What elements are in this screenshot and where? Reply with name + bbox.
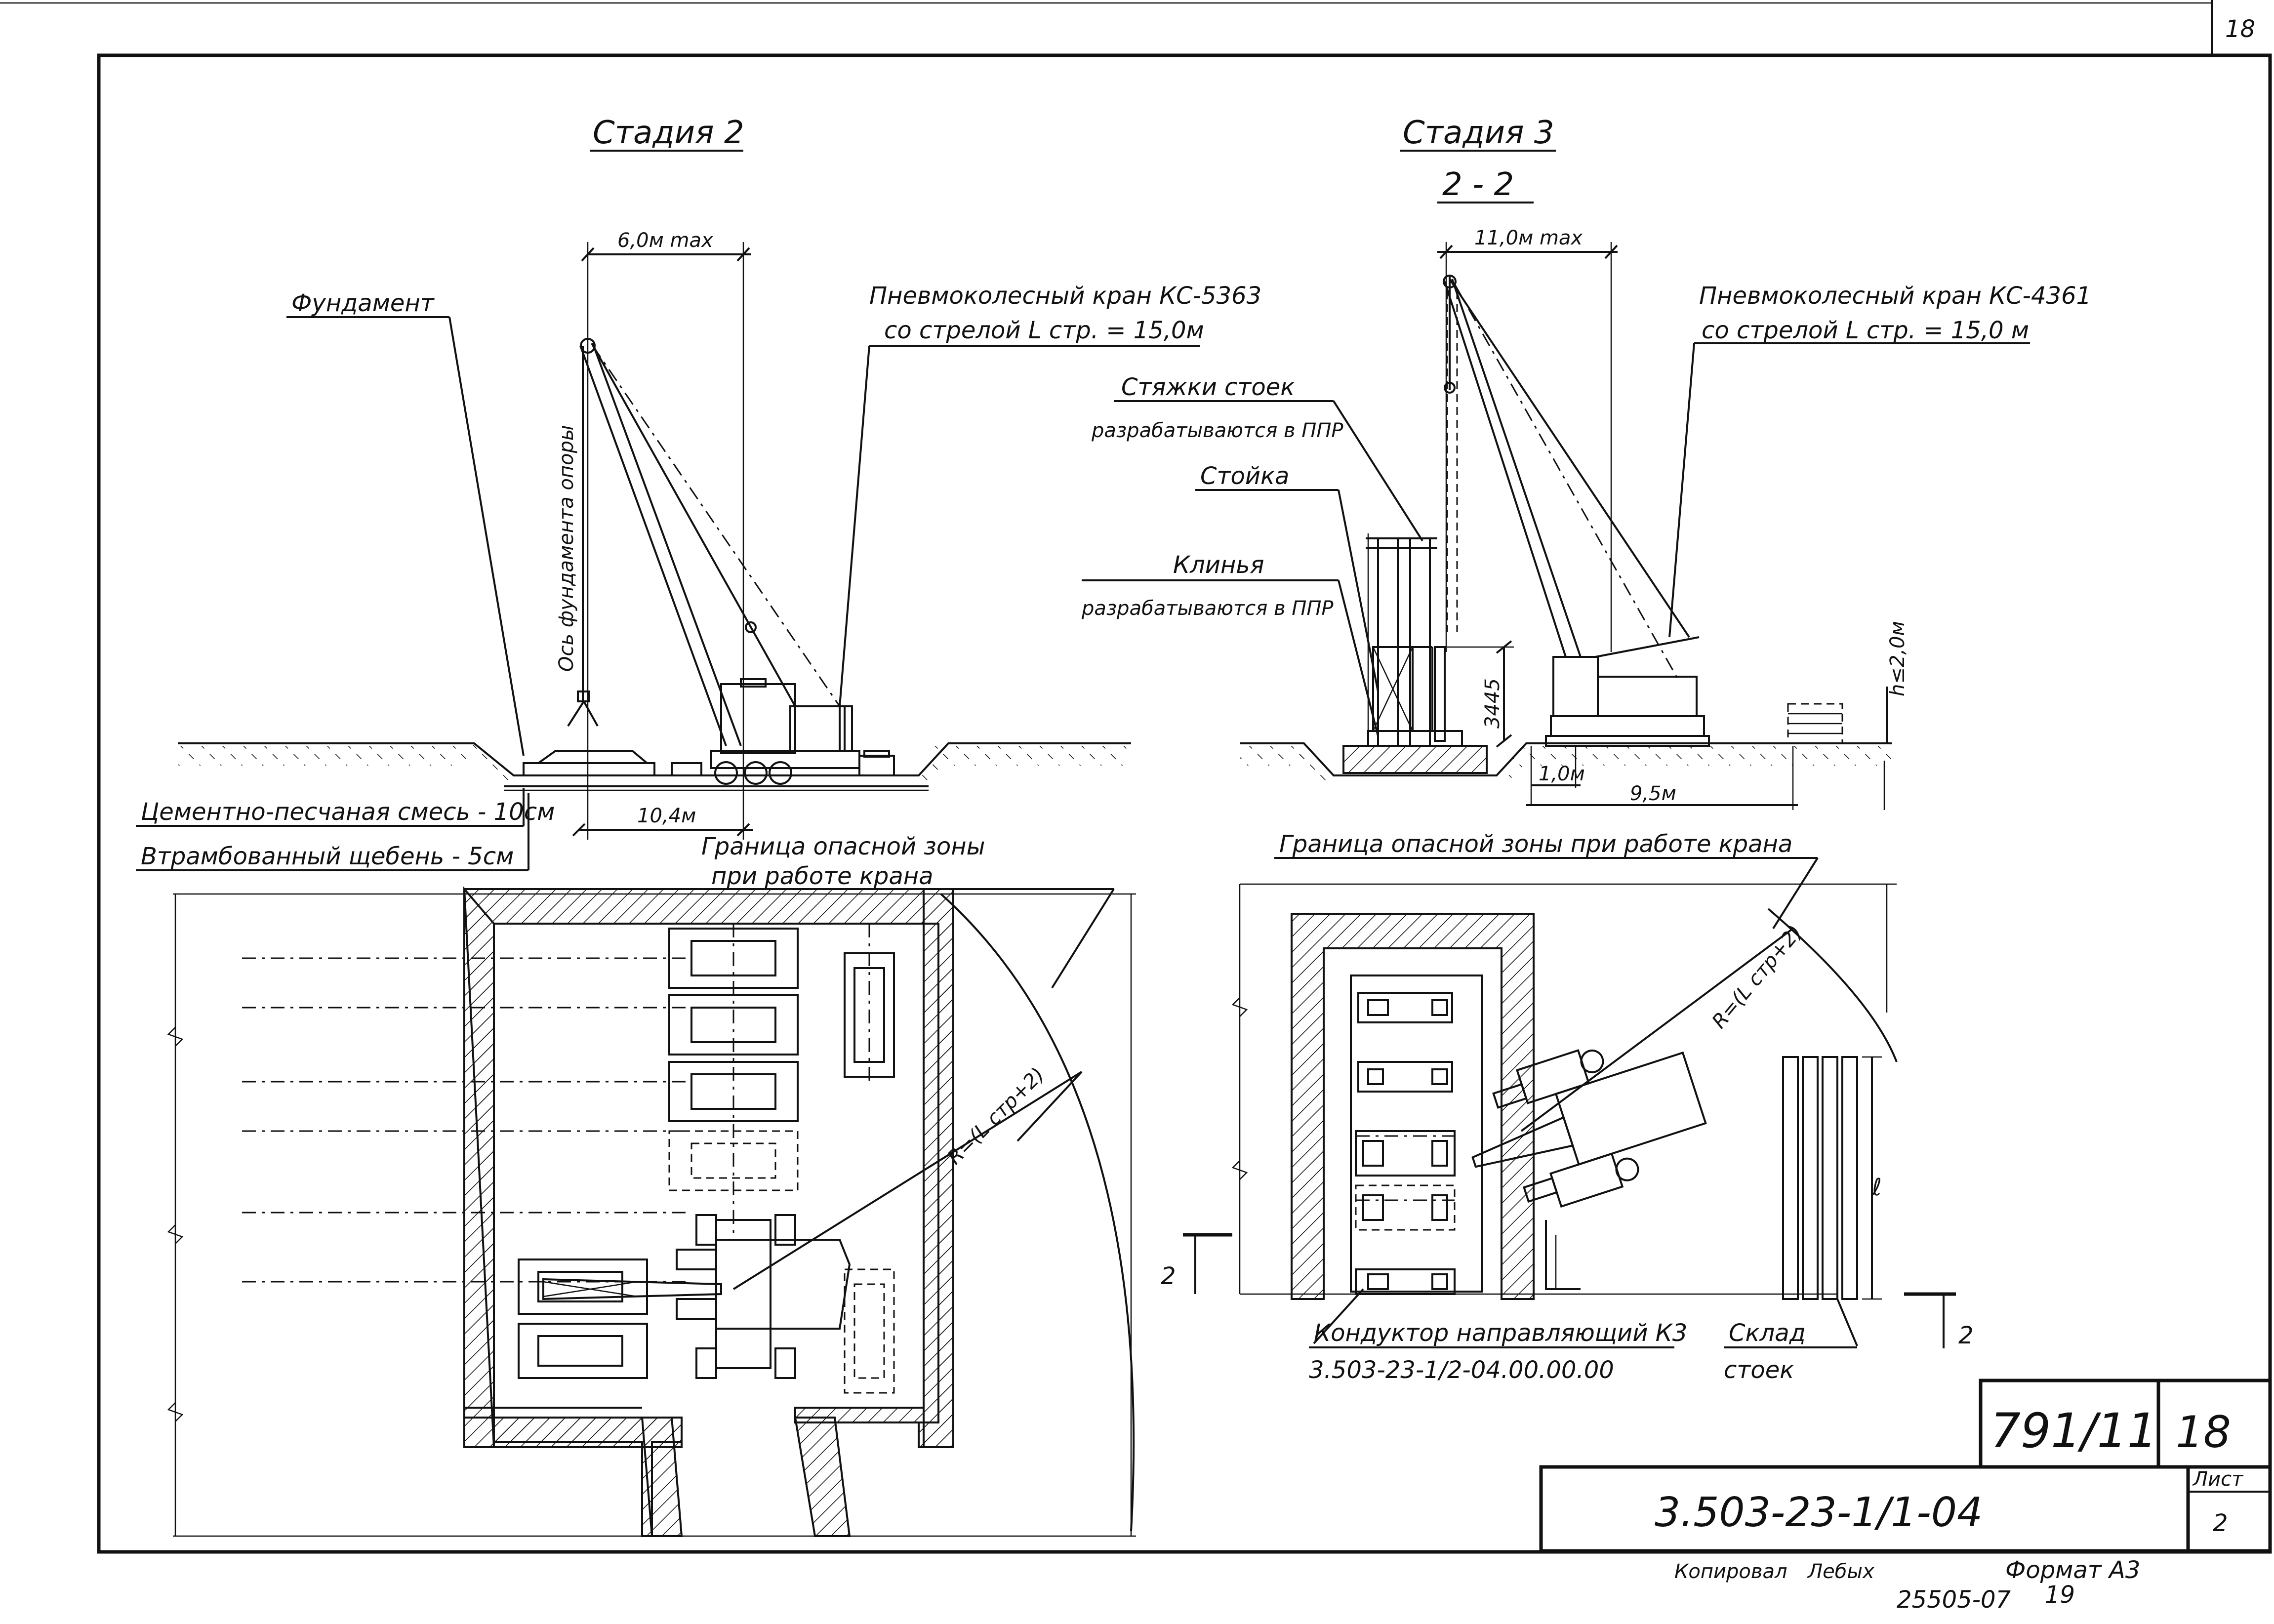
stage3-dim-9-5m: 9,5м bbox=[1630, 782, 1676, 805]
footer-name: Лебых bbox=[1807, 1560, 1874, 1583]
stage2-layer1: Цементно-песчаная смесь - 10см bbox=[141, 798, 555, 826]
stage2-elevation: Стадия 2 6,0м max bbox=[136, 115, 1261, 871]
stage3-section-mark-right: 2 bbox=[1958, 1322, 1974, 1349]
title-number: 791/11 bbox=[1990, 1403, 2157, 1459]
footer-code: 25505-07 bbox=[1897, 1586, 2011, 1614]
footer-format: Формат А3 bbox=[2005, 1556, 2140, 1584]
stage3-storage-line1: Склад bbox=[1729, 1319, 1806, 1347]
stage2-crane-boom: со стрелой L стр. = 15,0м bbox=[884, 317, 1204, 344]
title-sheet-label: Лист bbox=[2192, 1468, 2244, 1491]
stage2-axis-label: Ось фундамента опоры bbox=[555, 425, 578, 672]
stage3-reach-dim: 11,0м max bbox=[1474, 227, 1583, 249]
sheet-corner-number: 18 bbox=[2225, 15, 2255, 43]
stage3-section-mark-left: 2 bbox=[1161, 1262, 1176, 1290]
stage2-crane-plan bbox=[542, 1071, 1083, 1379]
stage3-ties-line1: Стяжки стоек bbox=[1121, 373, 1295, 401]
stage3-height-dim: 3445 bbox=[1481, 678, 1504, 729]
title-sheet-value: 2 bbox=[2213, 1509, 2228, 1537]
stage2-danger-line1: Граница опасной зоны bbox=[701, 833, 985, 860]
stage3-wedges-line2: разрабатываются в ППР bbox=[1081, 597, 1334, 620]
stage3-post-label: Стойка bbox=[1200, 462, 1289, 490]
stage3-title: Стадия 3 bbox=[1403, 115, 1554, 151]
stage2-plan: Граница опасной зоны при работе крана bbox=[167, 833, 1136, 1537]
stage3-wedges-line1: Клинья bbox=[1173, 551, 1264, 579]
title-block: 791/11 18 3.503-23-1/1-04 Лист 2 bbox=[1539, 1379, 2272, 1553]
stage3-crane-name: Пневмоколесный кран КС-4361 bbox=[1699, 282, 2091, 310]
stage3-stack-dim: h≤2,0м bbox=[1886, 621, 1909, 696]
stage3-elevation: Стадия 3 2 - 2 11,0м max bbox=[1081, 115, 2091, 810]
stage2-reach-dim: 6,0м max bbox=[617, 229, 713, 252]
stage2-crane-name: Пневмоколесный кран КС-5363 bbox=[869, 282, 1261, 310]
stage3-conductor-line2: 3.503-23-1/2-04.00.00.00 bbox=[1309, 1356, 1614, 1384]
stage3-danger-zone: Граница опасной зоны при работе крана bbox=[1279, 830, 1792, 858]
stage2-layer2: Втрамбованный щебень - 5см bbox=[141, 843, 514, 870]
stage2-radius-label: R=(L стр+2) bbox=[943, 1063, 1049, 1169]
footer-code2: 19 bbox=[2045, 1581, 2075, 1609]
title-designation: 3.503-23-1/1-04 bbox=[1655, 1489, 1983, 1536]
stage3-dim-1m: 1,0м bbox=[1539, 763, 1585, 785]
footer-copied: Копировал bbox=[1674, 1560, 1787, 1583]
stage3-storage: ℓ bbox=[1782, 1056, 1882, 1300]
stage3-length-mark: ℓ bbox=[1871, 1174, 1882, 1201]
stage3-conductor-line1: Кондуктор направляющий К3 bbox=[1314, 1319, 1687, 1347]
stage3-crane-plan bbox=[1471, 1049, 1707, 1208]
stage2-foundation-label: Фундамент bbox=[291, 289, 435, 317]
stage3-ties-line2: разрабатываются в ППР bbox=[1091, 419, 1343, 442]
stage3-crane-boom: со стрелой L стр. = 15,0 м bbox=[1702, 317, 2029, 344]
stage3-section: 2 - 2 bbox=[1442, 166, 1514, 203]
stage2-title: Стадия 2 bbox=[593, 115, 744, 151]
stage3-storage-line2: стоек bbox=[1724, 1356, 1794, 1384]
footer: Копировал Лебых Формат А3 25505-07 19 bbox=[1674, 1556, 2140, 1614]
stage2-danger-line2: при работе крана bbox=[711, 862, 934, 890]
title-page: 18 bbox=[2176, 1407, 2231, 1458]
sheet-frame: 18 bbox=[0, 0, 2272, 1554]
stage3-plan: Граница опасной зоны при работе крана bbox=[1161, 830, 1974, 1384]
stage3-radius-label: R=(L стр+2) bbox=[1707, 921, 1807, 1033]
stage2-foundations bbox=[518, 928, 895, 1394]
stage2-width-dim: 10,4м bbox=[637, 805, 696, 827]
